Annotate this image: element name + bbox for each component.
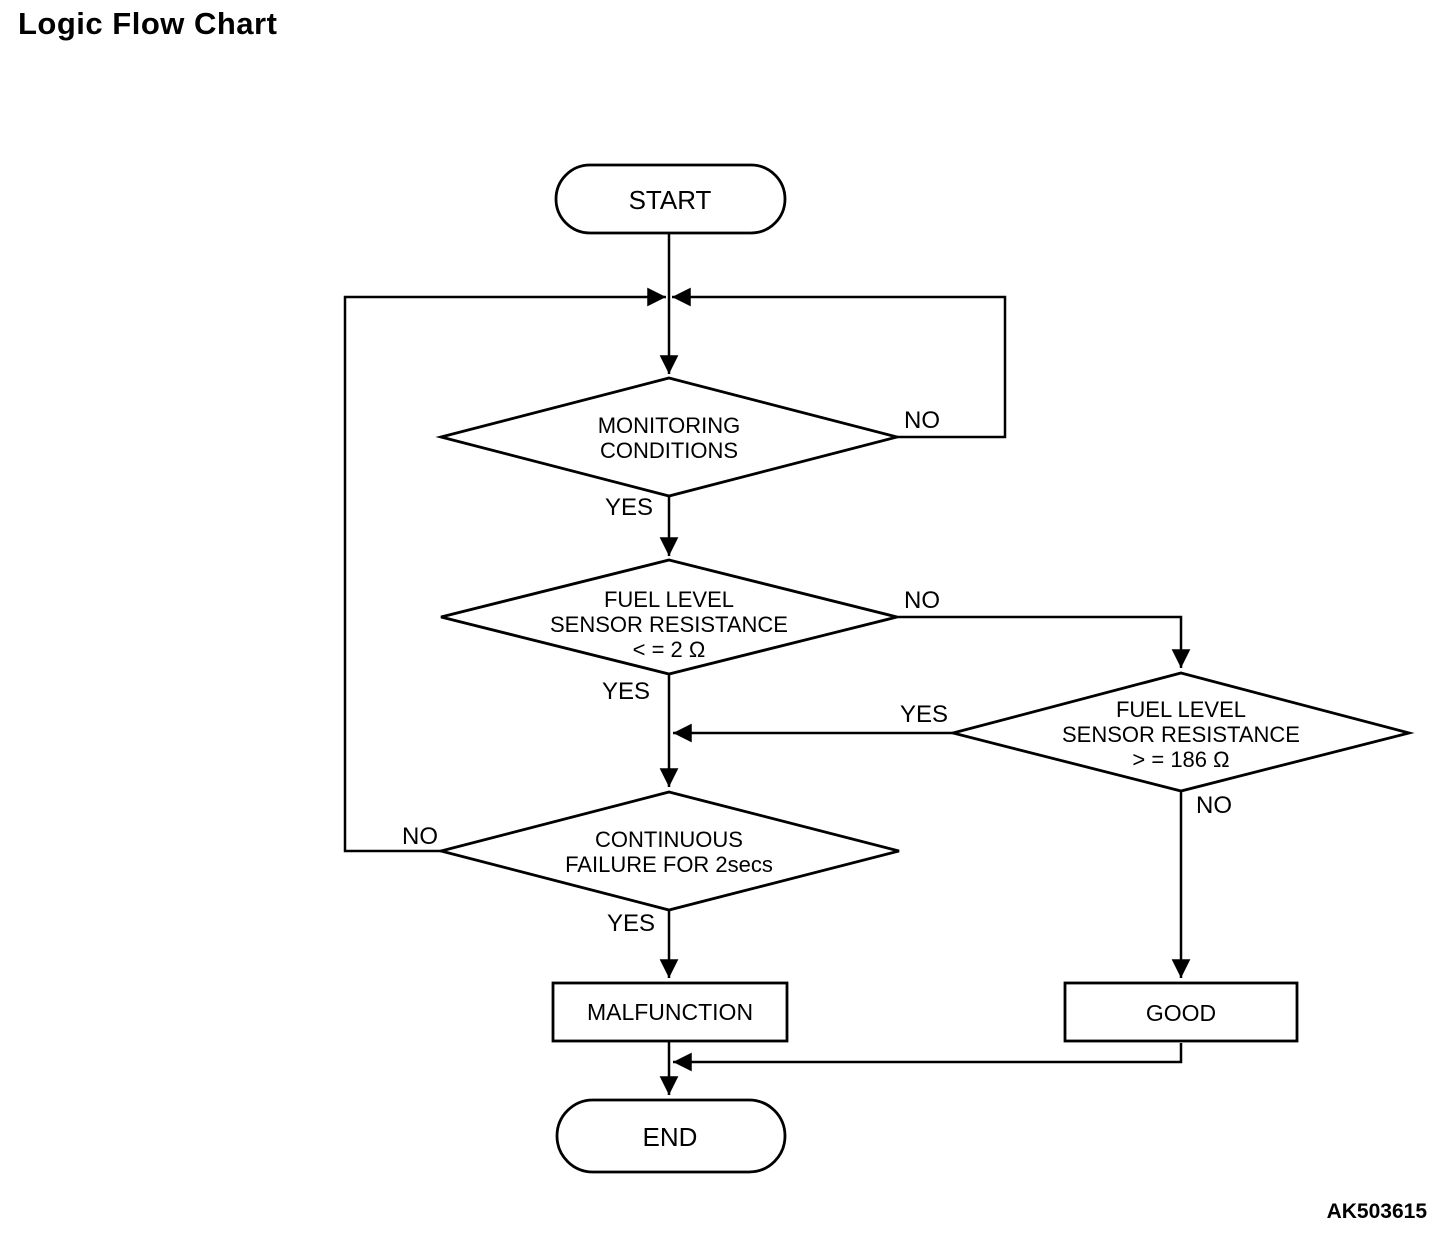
- edge-good-join-to-end: [673, 1043, 1183, 1072]
- fuel-low-yes-label: YES: [602, 678, 650, 705]
- malfunction-label: MALFUNCTION: [587, 999, 753, 1025]
- continuous-yes-label: YES: [607, 910, 655, 937]
- monitoring-diamond-shape: [435, 376, 903, 498]
- monitoring-line2: CONDITIONS: [600, 438, 738, 463]
- continuous-no-label: NO: [402, 823, 438, 850]
- fuel-high-line3: > = 186 Ω: [1132, 747, 1229, 772]
- continuous-line2: FAILURE FOR 2secs: [565, 852, 773, 877]
- malfunction-process-shape: [551, 981, 789, 1043]
- svg-text:FAILURE FOR 2secs: FAILURE FOR 2secs: [565, 852, 773, 877]
- good-node: GOOD: [1063, 981, 1299, 1043]
- fuel-low-line3: < = 2 Ω: [633, 637, 706, 662]
- fuel-high-line2: SENSOR RESISTANCE: [1062, 722, 1300, 747]
- continuous-line1: CONTINUOUS: [595, 827, 743, 852]
- svg-text:SENSOR RESISTANCE: SENSOR RESISTANCE: [1062, 722, 1300, 747]
- svg-text:FUEL LEVEL: FUEL LEVEL: [1116, 697, 1246, 722]
- fuel-level-low-resistance-decision: FUEL LEVEL SENSOR RESISTANCE < = 2 Ω: [440, 558, 898, 676]
- fuel-level-high-resistance-decision: FUEL LEVEL SENSOR RESISTANCE > = 186 Ω: [947, 671, 1415, 793]
- start-label: START: [629, 185, 712, 215]
- fuel-high-line1: FUEL LEVEL: [1116, 697, 1246, 722]
- page-title: Logic Flow Chart: [18, 6, 278, 41]
- end-label: END: [643, 1122, 698, 1152]
- svg-text:> = 186 Ω: > = 186 Ω: [1132, 747, 1229, 772]
- figure-code: AK503615: [1326, 1200, 1427, 1223]
- continuous-failure-decision: CONTINUOUS FAILURE FOR 2secs: [435, 790, 900, 912]
- monitoring-yes-label: YES: [605, 494, 653, 521]
- fuel-low-diamond-shape: [440, 558, 898, 676]
- edge-continuous-no-loop: [343, 287, 666, 853]
- svg-text:SENSOR RESISTANCE: SENSOR RESISTANCE: [550, 612, 788, 637]
- monitoring-conditions-decision: MONITORING CONDITIONS: [435, 376, 903, 498]
- good-process-shape: [1063, 981, 1299, 1043]
- svg-text:CONDITIONS: CONDITIONS: [600, 438, 738, 463]
- svg-text:< = 2 Ω: < = 2 Ω: [633, 637, 706, 662]
- monitoring-line1: MONITORING: [598, 413, 741, 438]
- svg-text:MONITORING: MONITORING: [598, 413, 741, 438]
- edge-fuel-low-no-to-fuel-high: [897, 615, 1191, 668]
- edge-monitoring-no-loop: [672, 287, 1007, 439]
- start-terminator-shape: [554, 163, 787, 235]
- end-node: END: [555, 1098, 787, 1174]
- fuel-low-line1: FUEL LEVEL: [604, 587, 734, 612]
- fuel-low-no-label: NO: [904, 587, 940, 614]
- end-terminator-shape: [555, 1098, 787, 1174]
- malfunction-node: MALFUNCTION: [551, 981, 789, 1043]
- good-label: GOOD: [1146, 1000, 1216, 1026]
- continuous-diamond-shape: [435, 790, 900, 912]
- fuel-low-line2: SENSOR RESISTANCE: [550, 612, 788, 637]
- fuel-high-diamond-shape: [947, 671, 1415, 793]
- svg-text:CONTINUOUS: CONTINUOUS: [595, 827, 743, 852]
- svg-text:FUEL LEVEL: FUEL LEVEL: [604, 587, 734, 612]
- fuel-high-yes-label: YES: [900, 701, 948, 728]
- fuel-high-no-label: NO: [1196, 792, 1232, 819]
- start-node: START: [554, 163, 787, 235]
- monitoring-no-label: NO: [904, 407, 940, 434]
